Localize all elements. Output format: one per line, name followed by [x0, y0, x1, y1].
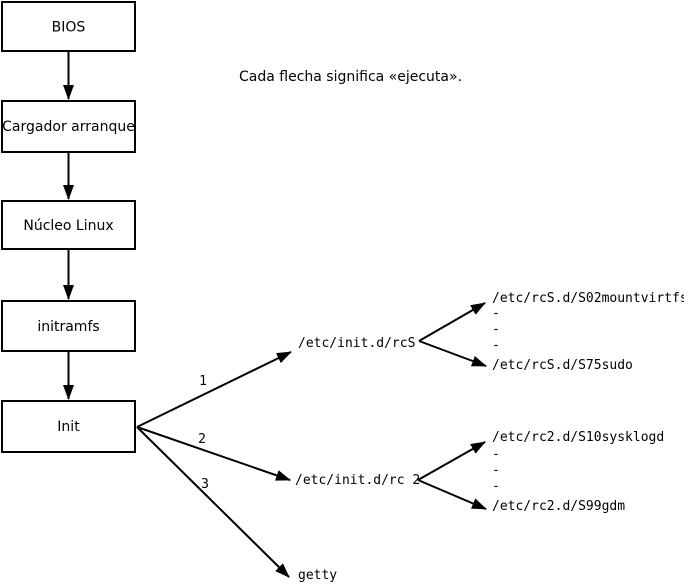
box-kernel-label: Núcleo Linux [23, 218, 113, 234]
rcs-ellipsis-dash-2: - [492, 322, 500, 337]
box-bootloader-label: Cargador arranque [2, 119, 135, 135]
script-s10sysklogd: /etc/rc2.d/S10sysklogd [492, 430, 664, 445]
box-kernel [1, 200, 136, 250]
diagram-note: Cada flecha significa «ejecuta». [239, 69, 462, 85]
arrow-init-to-getty [136, 426, 290, 578]
rcs-ellipsis-dash-1: - [492, 306, 500, 321]
box-init-label: Init [57, 419, 80, 435]
box-initramfs [1, 300, 136, 352]
script-s02mountvirtfs: /etc/rcS.d/S02mountvirtfs [492, 291, 684, 306]
arrow-init-to-rc2 [136, 426, 291, 481]
box-bios-label: BIOS [52, 20, 86, 36]
script-s99gdm: /etc/rc2.d/S99gdm [492, 499, 625, 514]
branch-number-3: 3 [201, 477, 209, 492]
script-s75sudo: /etc/rcS.d/S75sudo [492, 358, 633, 373]
box-init [1, 400, 136, 453]
arrow-rc2-to-s10sysklogd [417, 441, 486, 481]
rc2-ellipsis-dash-1: - [492, 447, 500, 462]
box-initramfs-label: initramfs [37, 319, 99, 335]
target-getty: getty [298, 568, 337, 583]
branch-number-2: 2 [198, 432, 206, 447]
box-bootloader [1, 100, 136, 153]
rc2-ellipsis-dash-3: - [492, 479, 500, 494]
arrow-init-to-rcs [136, 351, 292, 428]
target-rcs: /etc/init.d/rcS [298, 336, 415, 351]
arrow-rc2-to-s99gdm [417, 479, 487, 510]
box-bios [1, 1, 136, 52]
branch-number-1: 1 [199, 374, 207, 389]
rc2-ellipsis-dash-2: - [492, 463, 500, 478]
arrow-rcs-to-s02mountvirtfs [418, 302, 486, 342]
target-rc2: /etc/init.d/rc 2 [295, 473, 420, 488]
rcs-ellipsis-dash-3: - [492, 338, 500, 353]
arrow-rcs-to-s75sudo [418, 340, 487, 367]
